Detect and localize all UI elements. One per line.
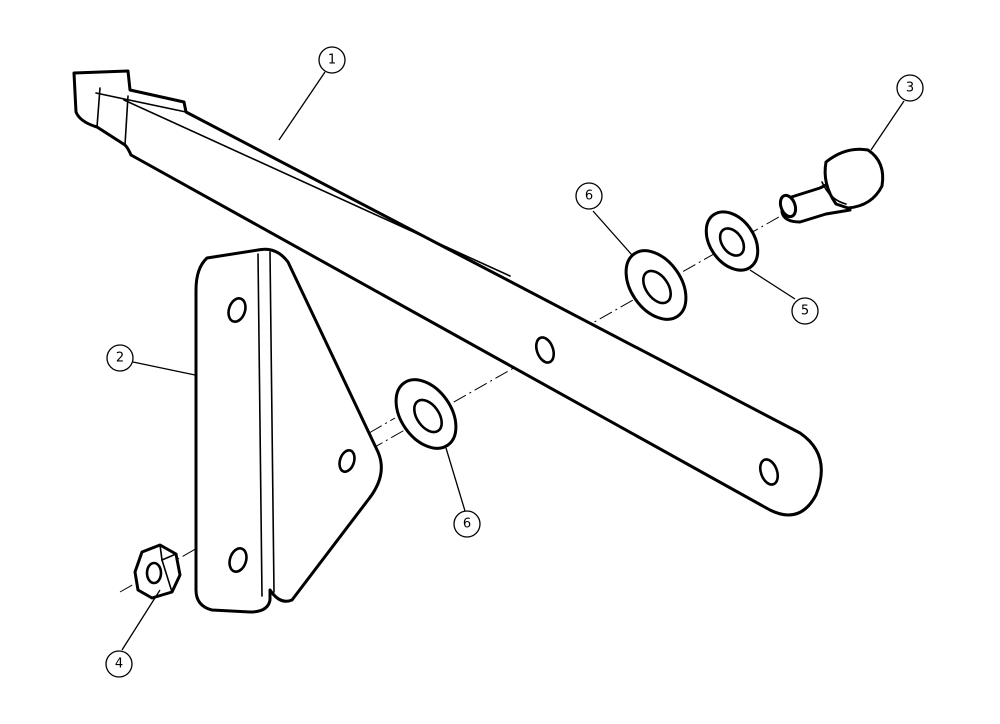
svg-text:2: 2 [116, 351, 124, 366]
spacer-washer-lower-part [394, 378, 458, 450]
svg-text:4: 4 [115, 657, 123, 672]
svg-text:1: 1 [328, 53, 336, 68]
callout-6-upper: 6 [575, 182, 603, 210]
svg-text:5: 5 [801, 304, 809, 319]
hex-nut-part [133, 543, 182, 600]
callout-2: 2 [106, 344, 134, 372]
shoulder-bolt-part [778, 147, 885, 224]
svg-text:3: 3 [906, 81, 914, 96]
callout-leaders [121, 71, 905, 651]
callout-4: 4 [105, 650, 133, 678]
callout-1: 1 [318, 46, 346, 74]
callout-3: 3 [896, 74, 924, 102]
svg-text:6: 6 [585, 189, 593, 204]
mounting-bracket-part [194, 247, 383, 614]
spacer-washer-upper-part [624, 249, 688, 321]
washer-part [704, 210, 760, 272]
svg-text:6: 6 [463, 517, 471, 532]
callout-5: 5 [791, 297, 819, 325]
arm-part [72, 69, 823, 517]
callout-6-lower: 6 [453, 510, 481, 538]
